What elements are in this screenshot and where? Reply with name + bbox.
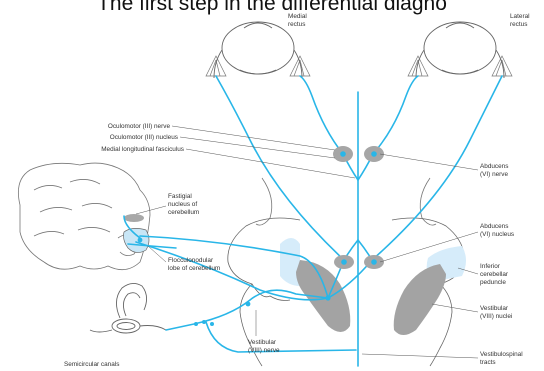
svg-text:(VIII) nerve: (VIII) nerve xyxy=(248,347,280,354)
svg-text:cerebellum: cerebellum xyxy=(168,209,199,216)
svg-text:(VIII) nuclei: (VIII) nuclei xyxy=(480,313,512,320)
label-oculomotor-nucleus: Oculomotor (III) nucleus xyxy=(110,134,178,141)
abducens-nucleus-left xyxy=(334,255,354,269)
abducens-nucleus-right xyxy=(364,255,384,269)
svg-text:peduncle: peduncle xyxy=(480,279,506,286)
label-fastigial-nucleus: Fastigial nucleus of cerebellum xyxy=(168,193,199,216)
right-eye xyxy=(416,22,504,78)
right-eye-muscles xyxy=(408,56,512,76)
svg-text:tracts: tracts xyxy=(480,359,496,366)
svg-text:lobe of cerebellum: lobe of cerebellum xyxy=(168,265,220,272)
svg-text:Inferior: Inferior xyxy=(480,263,501,270)
left-eye xyxy=(214,22,302,78)
svg-text:Abducens: Abducens xyxy=(480,223,508,230)
vestibular-nerve-dot xyxy=(246,302,251,307)
label-vestibular-nerve: Vestibular (VIII) nerve xyxy=(248,339,280,354)
label-medial-rectus: Medial rectus xyxy=(288,13,307,28)
svg-text:(VI) nucleus: (VI) nucleus xyxy=(480,231,514,238)
neural-pathways xyxy=(124,76,502,366)
svg-text:rectus: rectus xyxy=(288,21,305,28)
vestibular-nucleus-left-shape xyxy=(296,260,350,332)
svg-text:nucleus of: nucleus of xyxy=(168,201,197,208)
left-eye-muscles xyxy=(206,56,310,76)
label-mlf: Medial longitudinal fasciculus xyxy=(101,146,184,153)
label-flocculonodular-lobe: Flocculonodular lobe of cerebellum xyxy=(168,257,220,272)
label-abducens-nerve: Abducens (VI) nerve xyxy=(480,163,509,178)
fastigial-nucleus-shape xyxy=(124,214,144,222)
flocculonodular-lobe-shape xyxy=(124,228,150,252)
svg-text:rectus: rectus xyxy=(510,21,527,28)
vestibular-nucleus-right-shape xyxy=(394,264,446,335)
svg-text:Fastigial: Fastigial xyxy=(168,193,192,200)
label-lateral-rectus: Lateral rectus xyxy=(510,13,530,28)
leader-lines xyxy=(136,126,478,358)
svg-text:Vestibular: Vestibular xyxy=(480,305,509,312)
svg-text:Flocculonodular: Flocculonodular xyxy=(168,257,214,264)
flocculonodular-dot xyxy=(138,238,143,243)
vestibular-nucleus-left-dot xyxy=(325,295,330,300)
svg-text:Vestibular: Vestibular xyxy=(248,339,277,346)
label-inferior-cerebellar-peduncle: Inferior cerebellar peduncle xyxy=(480,263,509,286)
label-vestibulospinal-tracts: Vestibulospinal tracts xyxy=(480,351,523,366)
svg-text:Vestibulospinal: Vestibulospinal xyxy=(480,351,523,358)
label-abducens-nucleus: Abducens (VI) nucleus xyxy=(480,223,514,238)
svg-text:Abducens: Abducens xyxy=(480,163,508,170)
label-oculomotor-nerve: Oculomotor (III) nerve xyxy=(108,123,171,130)
svg-text:Lateral: Lateral xyxy=(510,13,530,20)
label-semicircular-canals: Semicircular canals xyxy=(64,361,119,368)
inner-ear xyxy=(90,283,166,333)
svg-text:cerebellar: cerebellar xyxy=(480,271,509,278)
svg-text:Medial: Medial xyxy=(288,13,307,20)
label-vestibular-nuclei: Vestibular (VIII) nuclei xyxy=(480,305,512,320)
oculomotor-nucleus-left xyxy=(333,146,353,162)
svg-text:(VI) nerve: (VI) nerve xyxy=(480,171,509,178)
